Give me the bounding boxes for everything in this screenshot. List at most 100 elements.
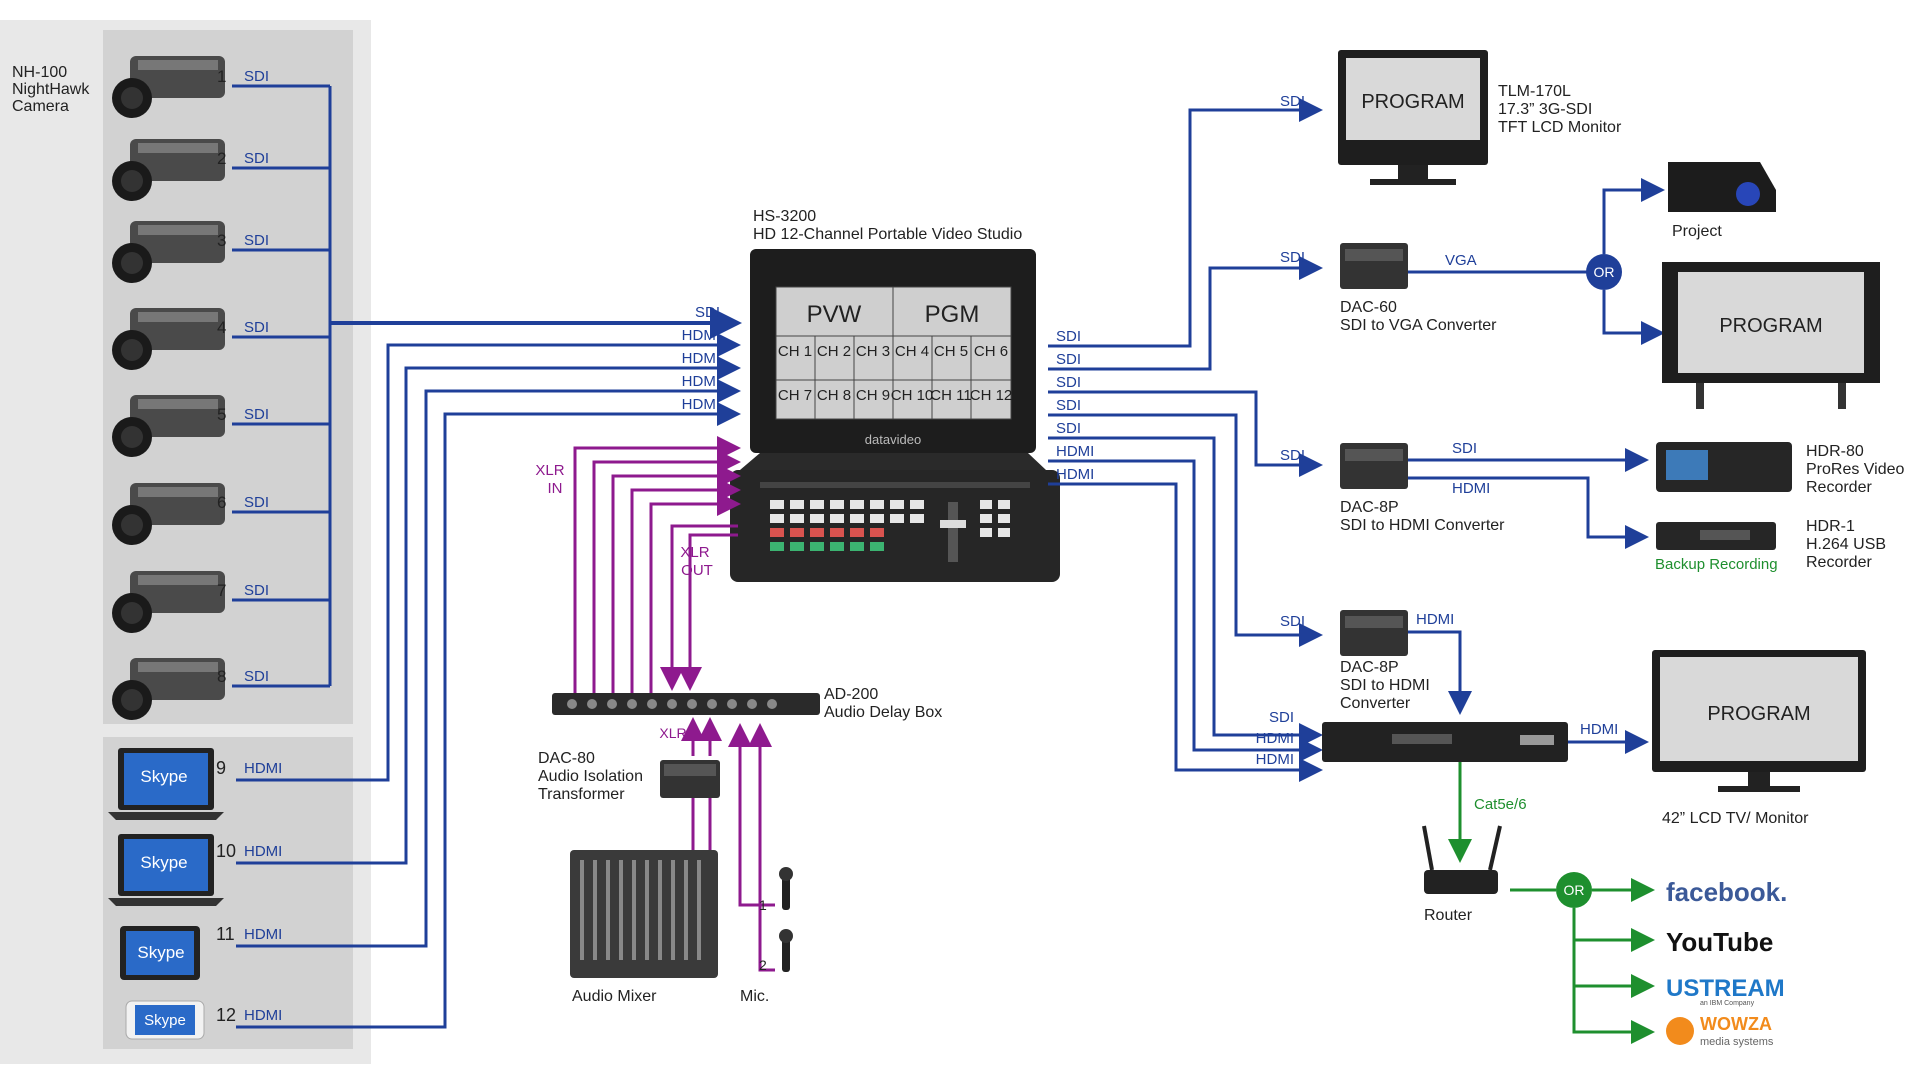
channel-cell: CH 2 [817, 343, 851, 360]
dac60-device [1340, 243, 1408, 289]
output-lines [1048, 98, 1323, 782]
signal-label: HDMI [244, 1007, 282, 1024]
switcher-input-label: HDMI [682, 350, 720, 367]
svg-text:media systems: media systems [1700, 1036, 1774, 1048]
skype-label: Skype [137, 943, 184, 962]
xlr-label: XLR [659, 725, 686, 741]
encoder-input-label: SDI [1269, 709, 1294, 726]
ad200-device [552, 693, 820, 715]
microphone-icon [779, 867, 793, 910]
dac8p-device [1340, 610, 1408, 656]
dac60-title: DAC-60 [1340, 299, 1397, 316]
signal-label: HDMI [1452, 480, 1490, 497]
camera-bus [232, 84, 332, 688]
camera-number: 2 [217, 149, 226, 168]
hdr80-line: ProRes Video [1806, 461, 1905, 478]
dac80-lines [681, 717, 775, 972]
or-branches [1602, 178, 1665, 345]
signal-label: SDI [244, 232, 269, 249]
camera-icon [112, 308, 225, 370]
hdr1-title: HDR-1 [1806, 518, 1855, 535]
tlm-monitor [1338, 50, 1488, 185]
skype-label: Skype [144, 1012, 186, 1029]
camera-icon [112, 56, 225, 118]
or-label: OR [1564, 882, 1585, 898]
or-label: OR [1594, 264, 1615, 280]
hdr80-line: Recorder [1806, 479, 1872, 496]
mic-number: 2 [759, 957, 767, 973]
skype-device-list [108, 748, 224, 1040]
lcd-tv [1652, 650, 1866, 792]
projector-label: Project [1672, 223, 1722, 240]
camera-icon [112, 139, 225, 201]
hdr1-line: Recorder [1806, 554, 1872, 571]
ustream-tagline: an IBM Company [1700, 1000, 1755, 1007]
or-node [1556, 872, 1592, 908]
signal-label: SDI [244, 150, 269, 167]
channel-cell: CH 3 [856, 343, 890, 360]
signal-label: SDI [1452, 440, 1477, 457]
ad200-subtitle: Audio Delay Box [824, 704, 942, 721]
camera-icon [112, 658, 225, 720]
skype-number: 9 [216, 758, 226, 778]
tlm-screen-label: PROGRAM [1361, 91, 1464, 113]
skype-number: 11 [216, 924, 235, 944]
ustream-logo: USTREAM [1666, 975, 1785, 1002]
dac8p-device [1340, 443, 1408, 489]
channel-cell: CH 4 [895, 343, 929, 360]
pgm-label: PGM [925, 301, 980, 328]
dac8p2-hdmi-line [1408, 630, 1472, 715]
camera-number: 6 [217, 493, 226, 512]
channel-cell: CH 8 [817, 387, 851, 404]
ad200-title: AD-200 [824, 686, 878, 703]
skype-number: 10 [216, 841, 236, 861]
dac80-title: DAC-80 [538, 750, 595, 767]
switcher-input-label: HDMI [682, 327, 720, 344]
xlr-out-label: OUT [681, 562, 713, 579]
svg-text:YouTube: YouTube [1666, 927, 1773, 957]
switcher-title: HS-3200 [753, 208, 816, 225]
encoder-input-label: HDMI [1256, 730, 1294, 747]
skype-number: 12 [216, 1005, 236, 1025]
projection-screen [1662, 262, 1880, 409]
hdmi-lines [236, 333, 741, 1029]
signal-label: SDI [1280, 249, 1305, 266]
signal-label: VGA [1445, 252, 1477, 269]
tlm-line: TFT LCD Monitor [1498, 119, 1622, 136]
camera-icon [112, 395, 225, 457]
skype-label: Skype [140, 853, 187, 872]
signal-label: SDI [244, 319, 269, 336]
svg-text:WOWZA: WOWZA [1700, 1014, 1772, 1034]
switcher-output-label: SDI [1056, 397, 1081, 414]
camera-icon [112, 571, 225, 633]
channel-cell: CH 5 [934, 343, 968, 360]
audio-mixer-device [570, 850, 718, 978]
switcher-subtitle: HD 12-Channel Portable Video Studio [753, 226, 1022, 243]
channel-cell: CH 7 [778, 387, 812, 404]
pvw-label: PVW [807, 301, 862, 328]
signal-label: HDMI [1416, 611, 1454, 628]
hdr1-device [1656, 522, 1776, 550]
tlm-line: 17.3” 3G-SDI [1498, 101, 1592, 118]
signal-label: SDI [244, 68, 269, 85]
switcher-output-label: HDMI [1056, 466, 1094, 483]
microphone-icon [779, 929, 793, 972]
phone-icon [125, 1000, 205, 1040]
xlr-in-label: XLR [535, 462, 564, 479]
camera-icon [112, 221, 225, 283]
hdr80-device [1656, 442, 1792, 492]
dac8p-line: Converter [1340, 695, 1411, 712]
brand-label: datavideo [865, 432, 921, 447]
encoder-input-label: HDMI [1256, 751, 1294, 768]
switcher-device [730, 249, 1060, 582]
camera-list [112, 56, 225, 720]
mixer-label: Audio Mixer [572, 988, 657, 1005]
channel-cell: CH 9 [856, 387, 890, 404]
switcher-input-label: SDI [695, 304, 720, 321]
dac80-line: Audio Isolation [538, 768, 643, 785]
camera-number: 1 [217, 67, 226, 86]
camera-number: 3 [217, 231, 226, 250]
backup-label: Backup Recording [1655, 556, 1778, 573]
dac80-device [660, 760, 720, 798]
